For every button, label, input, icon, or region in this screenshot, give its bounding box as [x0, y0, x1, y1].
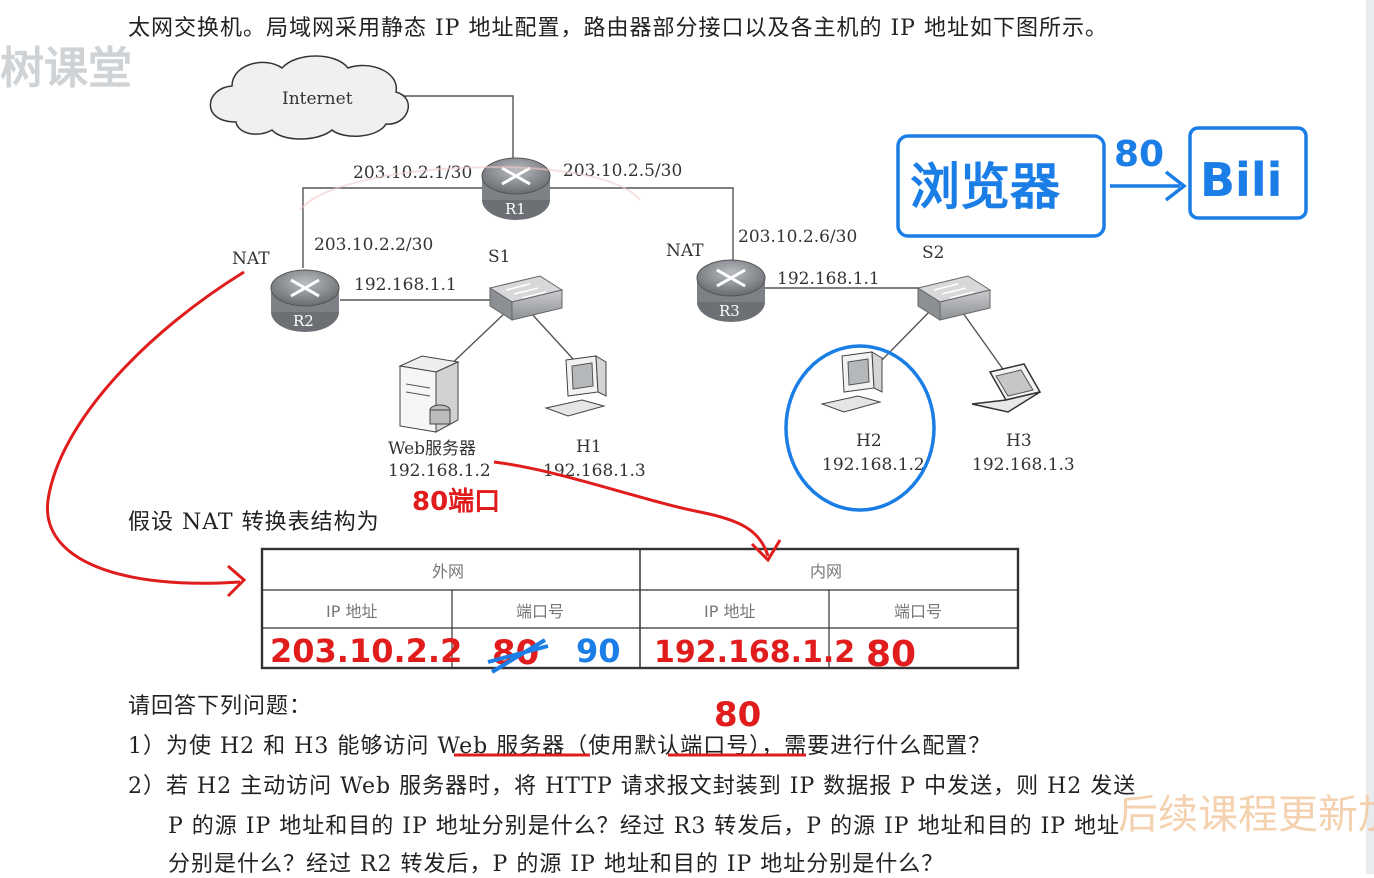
h1-label: H1 — [576, 437, 602, 457]
browser-box — [896, 134, 1106, 238]
nat-table — [260, 547, 1020, 670]
annotation-browser: 浏览器 — [910, 158, 1061, 216]
r1-right-ip: 203.10.2.5/30 — [563, 161, 682, 181]
r2-lan-ip: 192.168.1.1 — [354, 275, 457, 295]
annotation-outer-ip: 203.10.2.2 — [270, 632, 462, 670]
annotation-bili: Bili — [1200, 153, 1282, 207]
switch-s2 — [916, 275, 992, 321]
questions-heading: 请回答下列问题： — [128, 694, 313, 719]
web-server-label: Web服务器 — [388, 439, 476, 459]
r1-left-ip: 203.10.2.1/30 — [353, 163, 472, 183]
h1-ip: 192.168.1.3 — [543, 461, 646, 481]
watermark-left: 树课堂 — [0, 43, 132, 94]
nat-left-label: NAT — [232, 249, 270, 269]
internet-label: Internet — [282, 89, 353, 109]
internet-cloud: Internet — [209, 55, 409, 140]
r2-wan-ip: 203.10.2.2/30 — [314, 235, 433, 255]
bili-box — [1188, 126, 1308, 220]
h2-computer-icon — [820, 351, 883, 413]
nat-right-label: NAT — [666, 241, 704, 261]
right-edge-strip — [1366, 0, 1374, 874]
r3-label: R3 — [719, 302, 740, 320]
intro-text: 太网交换机。局域网采用静态 IP 地址配置，路由器部分接口以及各主机的 IP 地… — [128, 16, 1108, 41]
h2-label: H2 — [856, 431, 882, 451]
network-links — [302, 95, 1006, 373]
question-2-line-2: P 的源 IP 地址和目的 IP 地址分别是什么？经过 R3 转发后，P 的源 … — [168, 814, 1121, 839]
r1-label: R1 — [505, 200, 526, 218]
h1-computer-icon — [544, 355, 607, 417]
annotation-outer-port-new: 90 — [576, 632, 621, 670]
router-r2: R2 — [270, 269, 340, 332]
h2-ip: 192.168.1.2 — [822, 455, 925, 475]
annotation-browser-port: 80 — [1114, 134, 1164, 175]
table-header-inner: 内网 — [810, 562, 842, 581]
question-2-line-3: 分别是什么？经过 R2 转发后，P 的源 IP 地址和目的 IP 地址分别是什么… — [168, 852, 945, 877]
r3-lan-ip: 192.168.1.1 — [777, 269, 880, 289]
table-header-outer: 外网 — [432, 562, 464, 581]
table-header-outer-port: 端口号 — [516, 602, 564, 621]
annotation-default-port: 80 — [714, 695, 761, 735]
table-header-outer-ip: IP 地址 — [326, 602, 377, 621]
question-2-line-1: 2）若 H2 主动访问 Web 服务器时，将 HTTP 请求报文封装到 IP 数… — [128, 774, 1137, 799]
annotation-port80: 80端口 — [412, 487, 500, 517]
r2-label: R2 — [293, 312, 314, 330]
web-server-icon — [398, 355, 460, 433]
watermark-right: 后续课程更新加 — [1118, 792, 1374, 838]
annotation-inner-port: 80 — [866, 634, 916, 675]
h3-laptop-icon — [971, 363, 1042, 413]
r3-wan-ip: 203.10.2.6/30 — [738, 227, 857, 247]
router-r1: R1 — [481, 157, 551, 220]
h3-ip: 192.168.1.3 — [972, 455, 1075, 475]
router-r3: R3 — [696, 259, 766, 322]
annotation-inner-ip: 192.168.1.2 — [654, 635, 855, 670]
h3-label: H3 — [1006, 431, 1032, 451]
table-header-inner-port: 端口号 — [894, 602, 942, 621]
switch-s1 — [488, 275, 564, 321]
s1-label: S1 — [488, 247, 510, 267]
web-server-ip: 192.168.1.2 — [388, 461, 491, 481]
h2-highlight-circle — [784, 344, 936, 512]
nat-table-intro: 假设 NAT 转换表结构为 — [128, 510, 380, 535]
s2-label: S2 — [922, 243, 944, 263]
table-header-inner-ip: IP 地址 — [704, 602, 755, 621]
